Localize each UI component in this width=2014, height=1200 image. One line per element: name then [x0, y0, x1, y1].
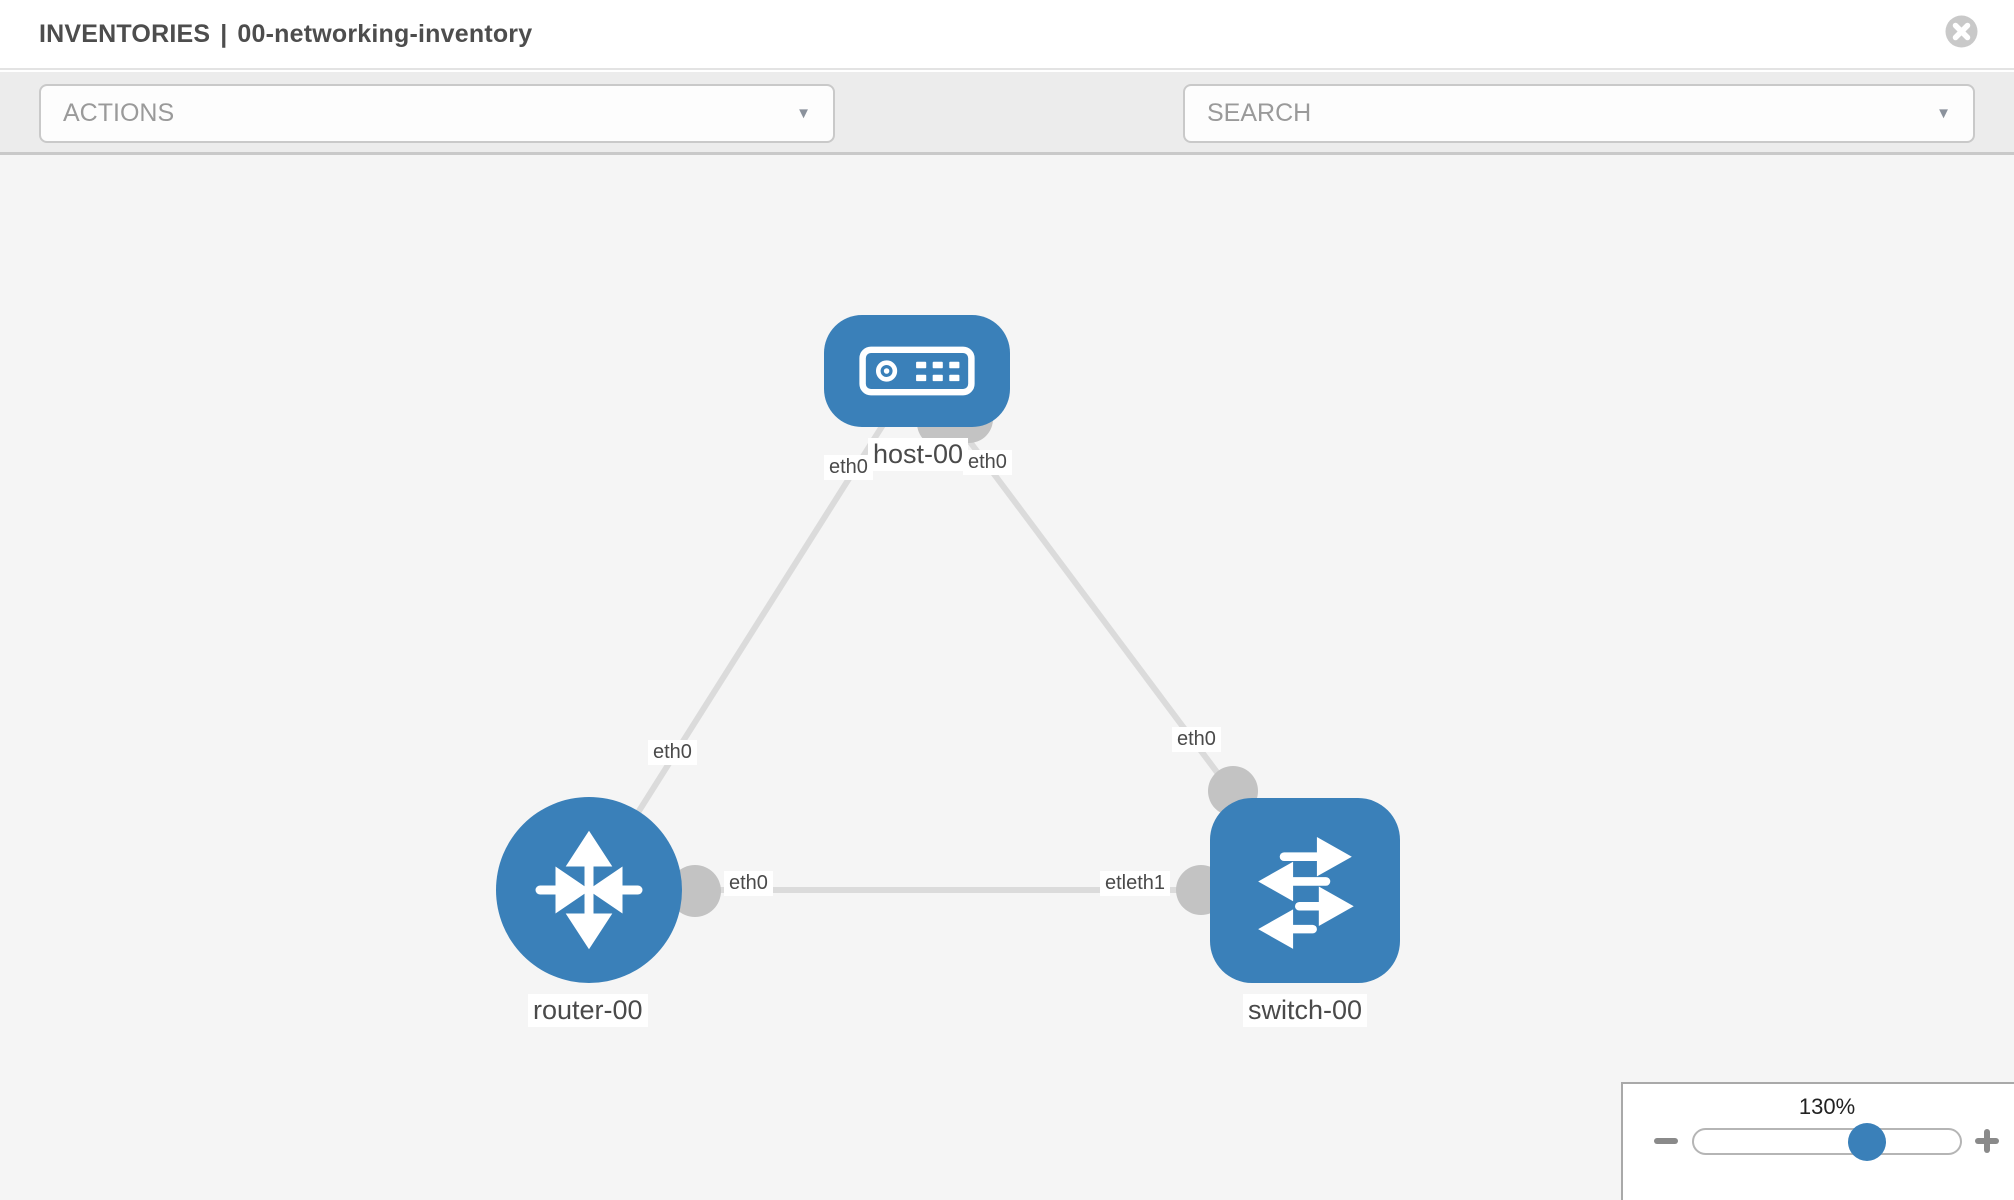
actions-dropdown-label: ACTIONS: [63, 99, 175, 127]
node-host-00[interactable]: [824, 315, 1010, 427]
interface-label: eth0: [724, 871, 773, 896]
breadcrumb-section: INVENTORIES: [39, 20, 211, 48]
router-icon: [535, 830, 643, 950]
actions-dropdown[interactable]: ACTIONS ▼: [39, 84, 835, 143]
node-label-host: host-00: [868, 438, 969, 472]
chevron-down-icon: ▼: [1936, 104, 1951, 122]
page-title: INVENTORIES | 00-networking-inventory: [39, 20, 532, 49]
node-switch-00[interactable]: [1210, 798, 1400, 983]
inventory-name: 00-networking-inventory: [237, 20, 533, 48]
toolbar: ACTIONS ▼ SEARCH ▼: [0, 72, 2014, 206]
interface-label: eth0: [1172, 727, 1221, 752]
switch-icon: [1258, 836, 1354, 949]
interface-label: eth0: [963, 450, 1012, 475]
zoom-control-panel: 130%: [1621, 1082, 2014, 1200]
zoom-percentage-label: 130%: [1798, 1094, 1856, 1119]
breadcrumb-separator: |: [220, 20, 228, 48]
node-label-router: router-00: [528, 994, 648, 1028]
search-placeholder: SEARCH: [1207, 99, 1312, 127]
interface-label: eth0: [824, 455, 873, 480]
interface-label: etleth1: [1100, 871, 1171, 896]
zoom-out-button[interactable]: [1654, 1138, 1678, 1144]
zoom-slider-track[interactable]: [1692, 1123, 1962, 1161]
interface-label: eth0: [648, 740, 697, 765]
interface-bubble: [669, 865, 721, 917]
close-icon[interactable]: [1945, 15, 1978, 48]
header-bar: INVENTORIES | 00-networking-inventory: [0, 0, 2014, 70]
topology-links-layer: [586, 369, 1308, 917]
chevron-down-icon: ▼: [796, 104, 811, 122]
host-icon: [859, 346, 975, 396]
zoom-slider-thumb[interactable]: [1848, 1123, 1886, 1161]
topology-canvas[interactable]: host-00 router-00 switch-00 eth0 eth0 et…: [0, 155, 2014, 1200]
node-router-00[interactable]: [496, 797, 682, 983]
node-label-switch: switch-00: [1243, 994, 1368, 1028]
zoom-in-button[interactable]: [1975, 1129, 1999, 1153]
search-input[interactable]: SEARCH ▼: [1183, 84, 1975, 143]
